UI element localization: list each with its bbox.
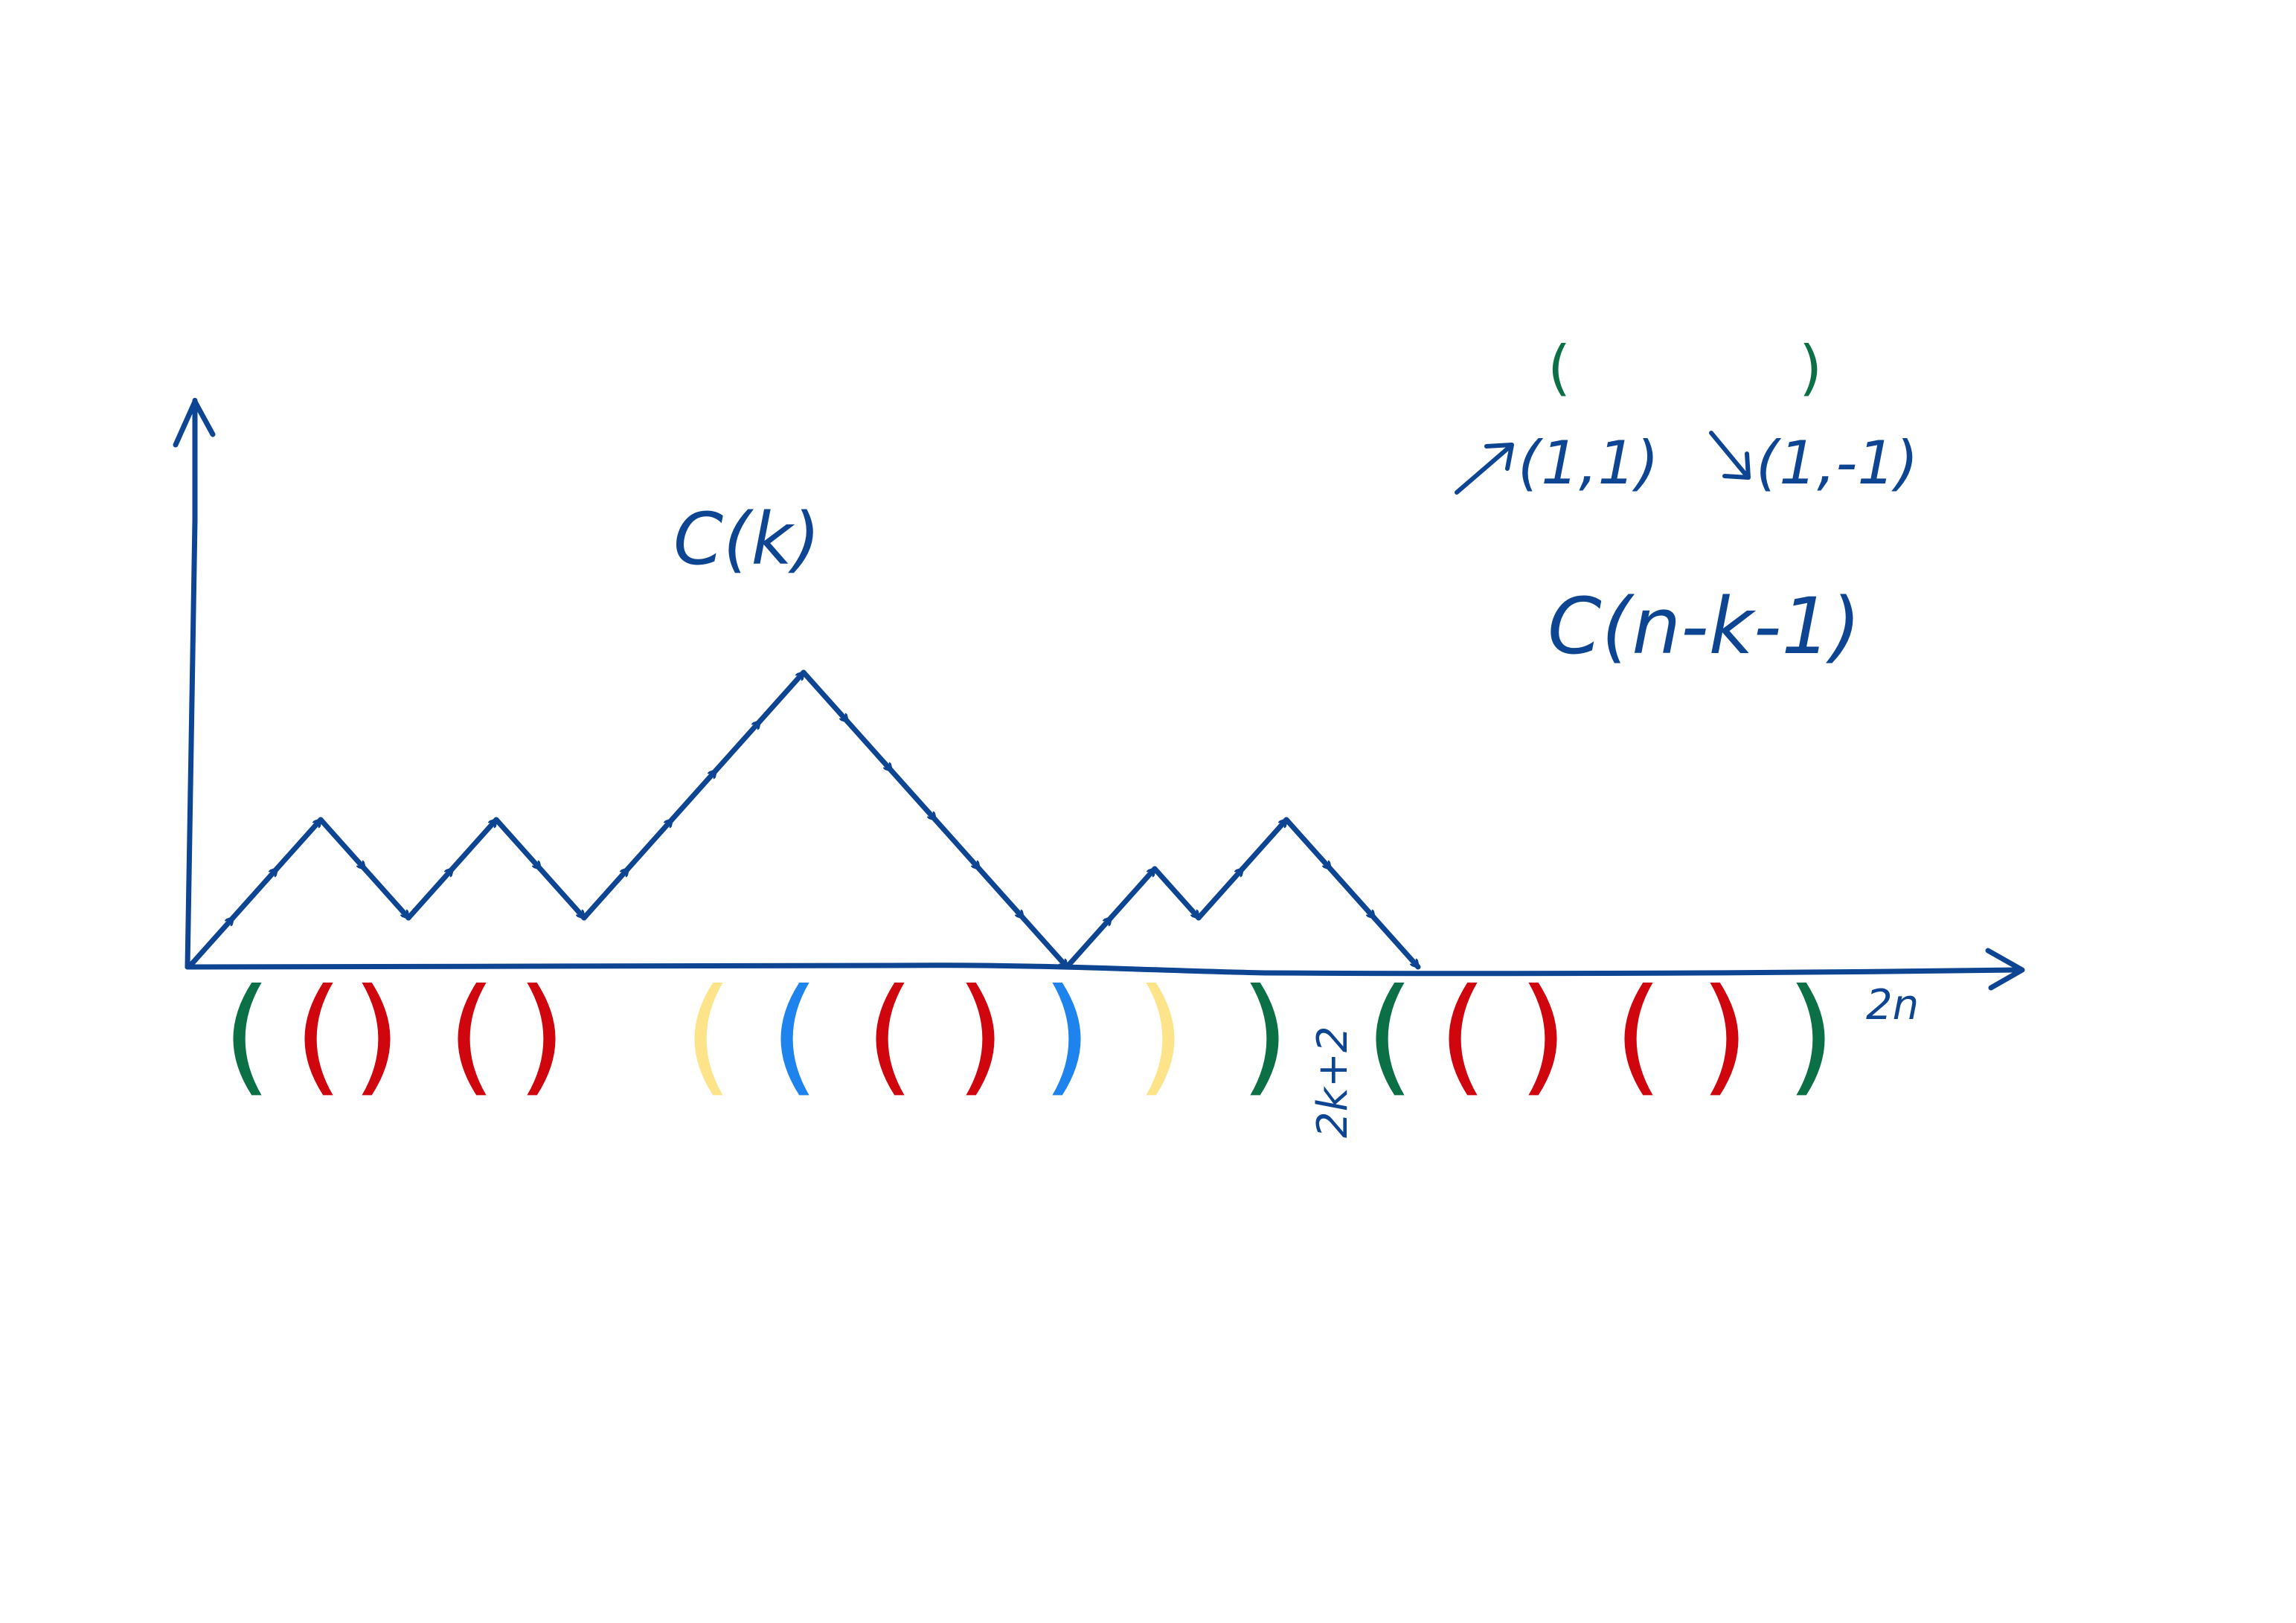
down-step	[976, 866, 1026, 921]
parenthesis-sequence: (()()((())))(()())	[222, 962, 1835, 1109]
x-end-label: 2n	[1866, 981, 1919, 1029]
left-catalan-label: C(k)	[673, 498, 821, 581]
dyck-path	[186, 669, 1421, 970]
down-step	[844, 719, 894, 774]
up-step	[1108, 866, 1158, 921]
up-step	[1196, 866, 1245, 921]
down-step	[1152, 866, 1202, 921]
up-step	[449, 817, 499, 872]
right-catalan-label: C(n-k-1)	[1548, 581, 1861, 672]
down-step	[801, 669, 850, 724]
down-step	[362, 866, 411, 921]
up-step	[186, 915, 236, 970]
up-step-open-paren: (	[1548, 333, 1571, 402]
up-arrow-icon	[1455, 443, 1514, 495]
down-step	[1020, 915, 1070, 970]
open-paren: (	[1438, 962, 1487, 1109]
step-legend: ( (1,1) ) (1,-1)	[1455, 333, 1919, 498]
up-step	[1240, 817, 1289, 872]
down-step	[493, 817, 543, 872]
x-mid-label: 2k+2	[1309, 1026, 1357, 1138]
down-step	[318, 817, 368, 872]
up-step	[230, 866, 280, 921]
down-step	[537, 866, 587, 921]
down-step	[1327, 866, 1377, 921]
open-paren: (	[1614, 962, 1663, 1109]
open-paren: (	[770, 962, 819, 1109]
down-step-close-paren: )	[1799, 333, 1822, 402]
down-step-vector: (1,-1)	[1756, 428, 1919, 498]
up-step	[274, 817, 324, 872]
close-paren: )	[352, 962, 401, 1109]
up-step	[669, 768, 719, 823]
close-paren: )	[517, 962, 566, 1109]
open-paren: (	[684, 962, 733, 1109]
down-step	[888, 768, 938, 823]
close-paren: )	[1240, 962, 1289, 1109]
down-step	[1371, 915, 1421, 970]
open-paren: (	[1365, 962, 1414, 1109]
up-step	[757, 669, 807, 724]
open-paren: (	[865, 962, 914, 1109]
close-paren: )	[956, 962, 1005, 1109]
up-step-vector: (1,1)	[1518, 428, 1659, 498]
open-paren: (	[294, 962, 343, 1109]
down-arrow-icon	[1709, 431, 1751, 480]
open-paren: (	[222, 962, 272, 1109]
down-step	[1283, 817, 1333, 872]
down-step	[932, 817, 982, 872]
y-axis	[173, 397, 216, 970]
up-step	[405, 866, 455, 921]
up-step	[625, 817, 675, 872]
close-paren: )	[1519, 962, 1568, 1109]
up-step	[713, 719, 763, 774]
up-step	[581, 866, 631, 921]
close-paren: )	[1786, 962, 1835, 1109]
up-step	[1064, 915, 1114, 970]
close-paren: )	[1700, 962, 1749, 1109]
close-paren: )	[1042, 962, 1091, 1109]
open-paren: (	[447, 962, 496, 1109]
close-paren: )	[1136, 962, 1185, 1109]
x-axis	[185, 948, 2025, 991]
